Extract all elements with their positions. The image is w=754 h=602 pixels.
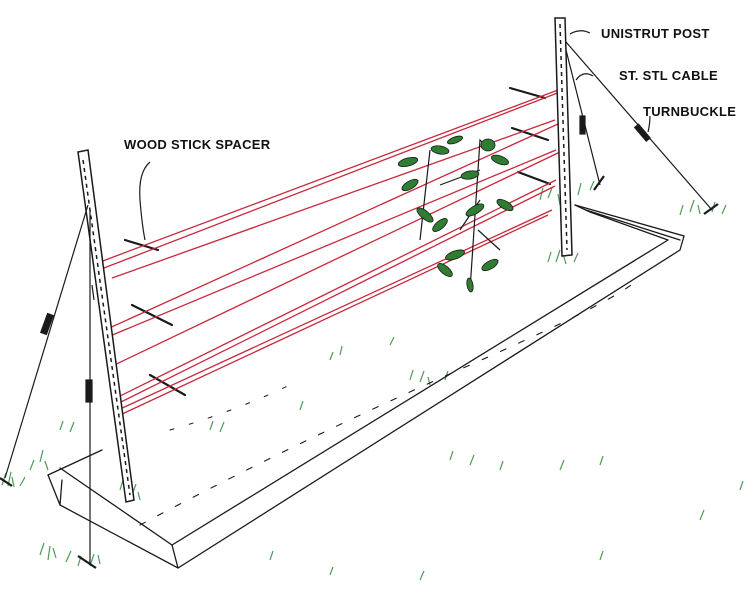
trellis-wires: [99, 89, 561, 416]
unistrut-post-label: UNISTRUT POST: [601, 26, 710, 41]
left-unistrut-post: [77, 149, 135, 503]
wood-stick-spacer-label: WOOD STICK SPACER: [124, 137, 271, 152]
stl-cable-label: ST. STL CABLE: [619, 68, 719, 83]
right-guy-cables: [565, 41, 719, 215]
grass-tufts: [1, 180, 744, 581]
tomato-plant: [397, 135, 514, 293]
raised-bed: [47, 204, 685, 569]
right-unistrut-post: [554, 17, 573, 257]
turnbuckle-label: TURNBUCKLE: [643, 104, 737, 119]
left-guy-cables: [0, 204, 97, 569]
leader-lines: [139, 30, 651, 241]
